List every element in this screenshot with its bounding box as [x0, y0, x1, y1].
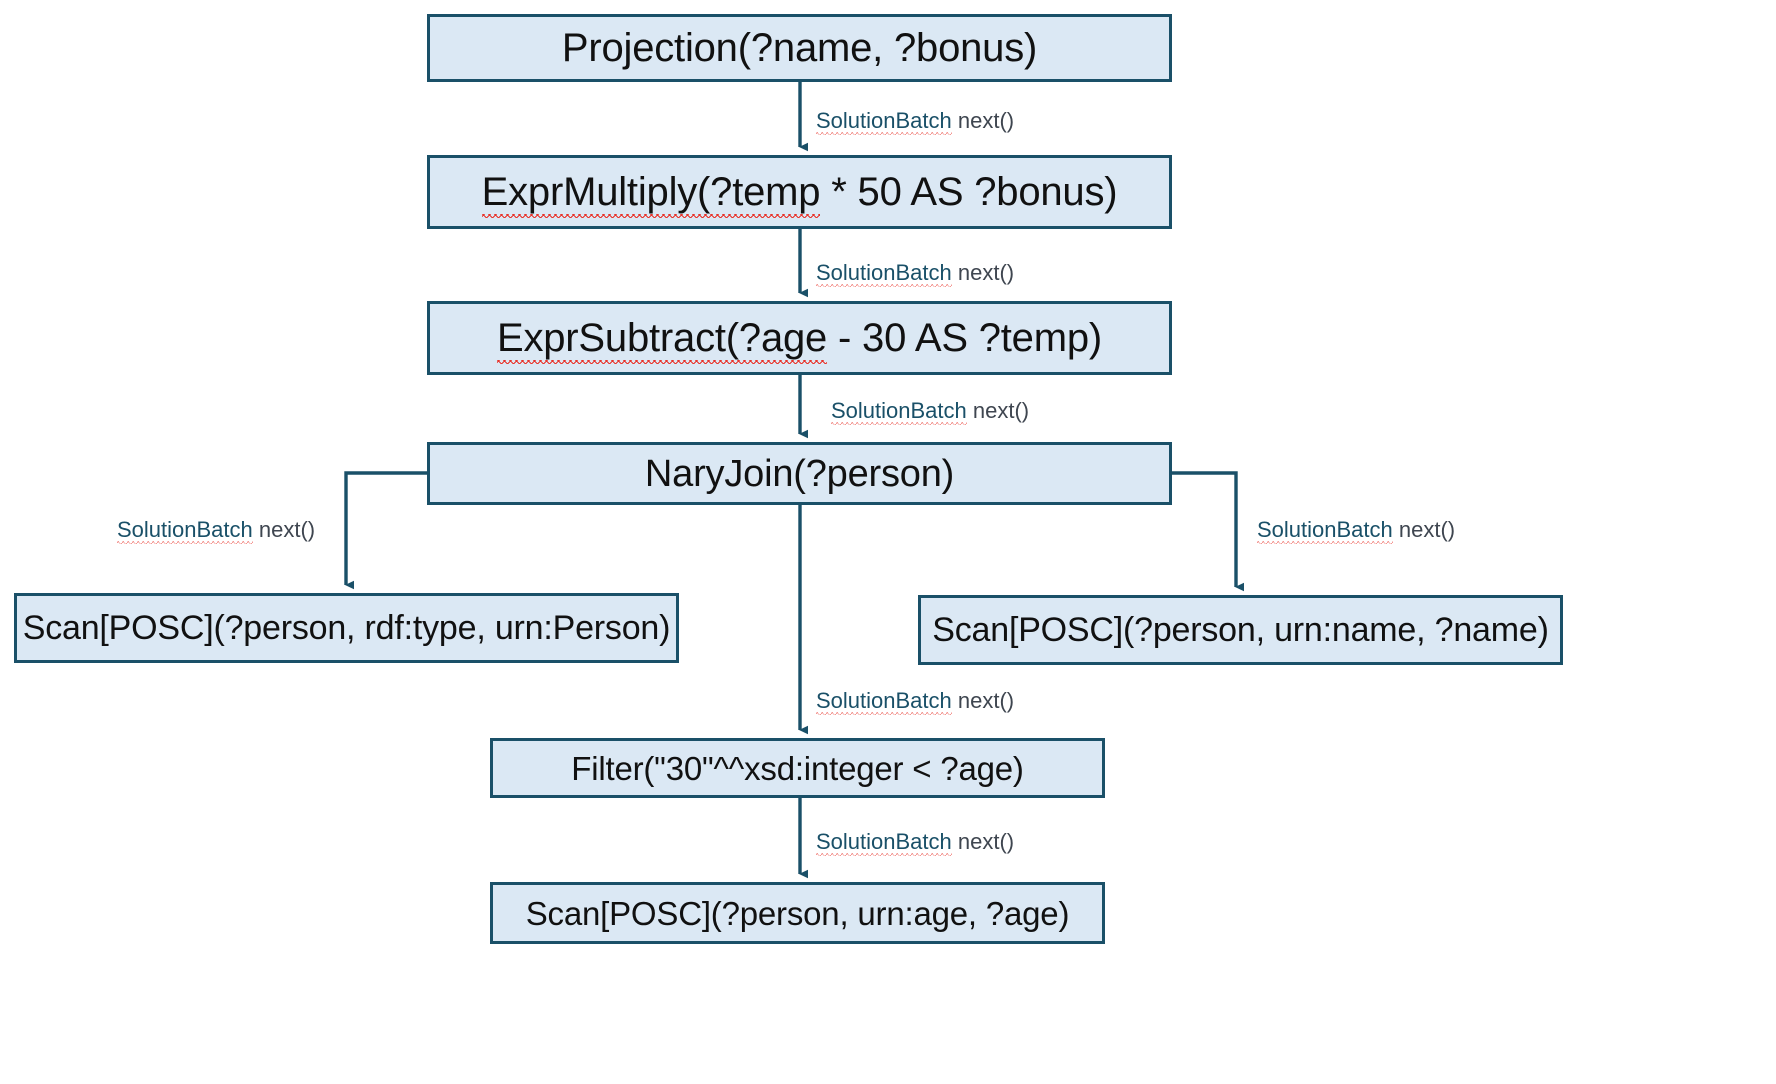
edge-label-class: SolutionBatch [117, 517, 253, 544]
node-scan-person-age-label: Scan[POSC](?person, urn:age, ?age) [525, 894, 1070, 932]
node-scan-person-age[interactable]: Scan[POSC](?person, urn:age, ?age) [490, 882, 1105, 944]
node-expr-multiply[interactable]: ExprMultiply(?temp * 50 AS ?bonus) [427, 155, 1172, 229]
edge-label-join-to-scan-type: SolutionBatch next() [117, 517, 316, 544]
edge-label-subtract-to-join: SolutionBatch next() [831, 398, 1030, 425]
node-projection[interactable]: Projection(?name, ?bonus) [427, 14, 1172, 82]
edge-join-to-scan-name [1172, 471, 1245, 592]
node-text-rest: - 30 AS ?temp) [827, 316, 1103, 360]
node-scan-person-name-label: Scan[POSC](?person, urn:name, ?name) [932, 611, 1549, 649]
edge-label-class: SolutionBatch [831, 398, 967, 425]
misspelled-token: ExprSubtract(?age [496, 316, 828, 365]
edge-label-join-to-filter: SolutionBatch next() [816, 688, 1015, 715]
node-expr-subtract-label: ExprSubtract(?age - 30 AS ?temp) [496, 316, 1103, 365]
edge-label-projection-to-multiply: SolutionBatch next() [816, 108, 1015, 135]
edge-label-multiply-to-subtract: SolutionBatch next() [816, 260, 1015, 287]
node-nary-join[interactable]: NaryJoin(?person) [427, 442, 1172, 505]
edge-label-filter-to-scan-age: SolutionBatch next() [816, 829, 1015, 856]
node-scan-person-name[interactable]: Scan[POSC](?person, urn:name, ?name) [918, 595, 1563, 665]
edge-label-join-to-scan-name: SolutionBatch next() [1257, 517, 1456, 544]
node-projection-label: Projection(?name, ?bonus) [561, 26, 1038, 70]
edge-label-class: SolutionBatch [816, 829, 952, 856]
edge-join-to-scan-type [344, 471, 427, 590]
node-text-rest: * 50 AS ?bonus) [820, 170, 1118, 214]
misspelled-token: ExprMultiply(?temp [481, 170, 821, 219]
node-filter-age-label: Filter("30"^^xsd:integer < ?age) [571, 749, 1024, 787]
node-expr-multiply-label: ExprMultiply(?temp * 50 AS ?bonus) [481, 170, 1118, 219]
edge-label-class: SolutionBatch [816, 108, 952, 135]
node-expr-subtract[interactable]: ExprSubtract(?age - 30 AS ?temp) [427, 301, 1172, 375]
edge-label-class: SolutionBatch [816, 260, 952, 287]
node-filter-age[interactable]: Filter("30"^^xsd:integer < ?age) [490, 738, 1105, 798]
node-scan-person-type-label: Scan[POSC](?person, rdf:type, urn:Person… [22, 609, 671, 647]
node-scan-person-type[interactable]: Scan[POSC](?person, rdf:type, urn:Person… [14, 593, 679, 663]
edge-label-class: SolutionBatch [816, 688, 952, 715]
node-nary-join-label: NaryJoin(?person) [644, 452, 955, 495]
edge-label-class: SolutionBatch [1257, 517, 1393, 544]
